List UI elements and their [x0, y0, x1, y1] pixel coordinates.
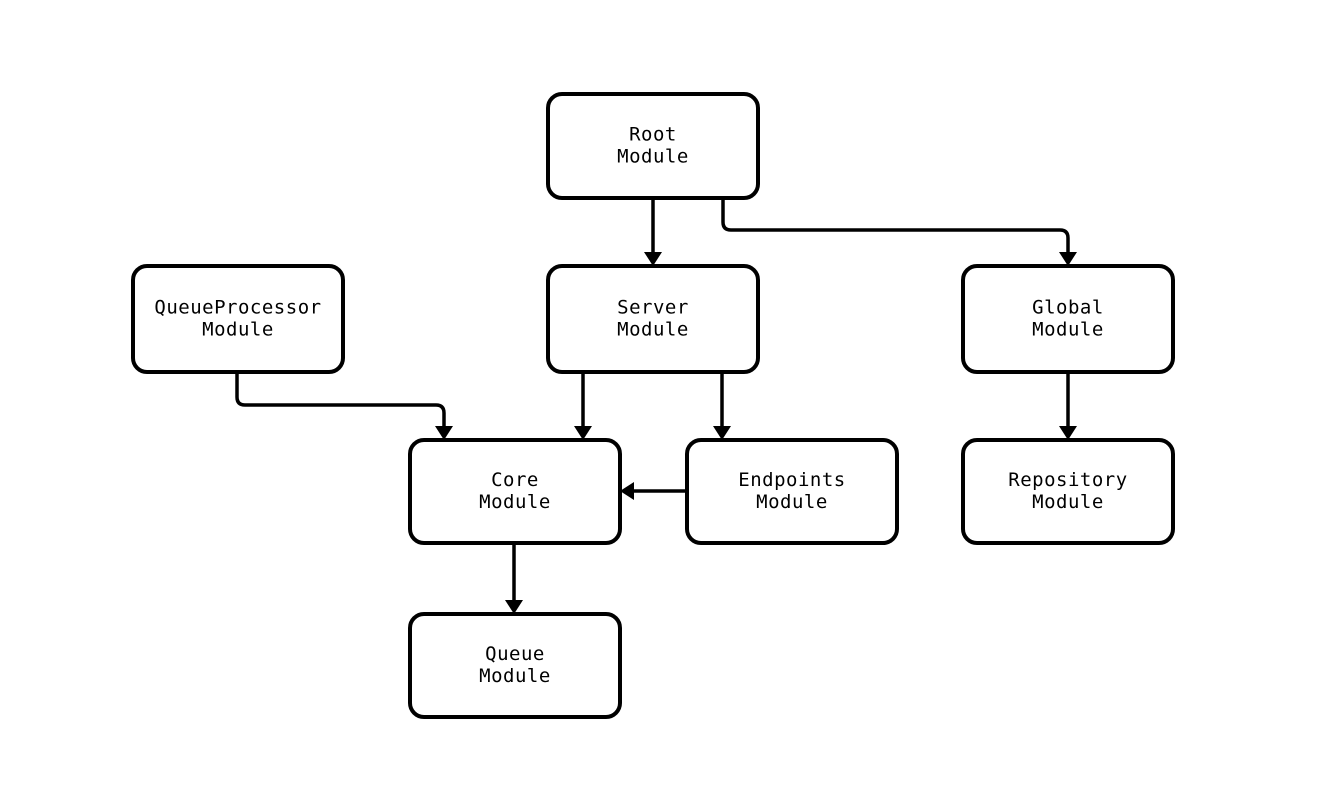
global-module-node-label-line2: Module	[1032, 319, 1104, 341]
core-module-node-label-line2: Module	[479, 491, 551, 513]
root-module-node-label-line1: Root	[629, 124, 677, 146]
root-module-node-shape[interactable]	[546, 92, 760, 200]
queue-module-node-shape[interactable]	[408, 612, 622, 719]
edge-core-to-queue	[505, 543, 523, 614]
global-module-node-label-line1: Global	[1032, 297, 1104, 319]
edge-endpoints-to-core-arrowhead	[620, 482, 634, 500]
node-layer: RootModuleQueueProcessorModuleServerModu…	[131, 92, 1175, 719]
edge-layer	[235, 198, 1077, 614]
edge-server-to-core-arrowhead	[574, 426, 592, 440]
edge-global-to-repository-arrowhead	[1059, 426, 1077, 440]
edge-root-to-global	[721, 198, 1077, 266]
queueprocessor-module-node-label-line1: QueueProcessor	[154, 297, 321, 319]
edge-queueprocessor-to-core-line	[235, 372, 446, 428]
repository-module-node-label-line1: Repository	[1008, 469, 1127, 491]
endpoints-module-node-label-line2: Module	[756, 491, 828, 513]
global-module-node-shape[interactable]	[961, 264, 1175, 374]
endpoints-module-node-label-line1: Endpoints	[738, 469, 845, 491]
edge-core-to-queue-arrowhead	[505, 600, 523, 614]
edge-root-to-global-arrowhead	[1059, 252, 1077, 266]
queueprocessor-module-node-shape[interactable]	[131, 264, 345, 374]
server-module-node-shape[interactable]	[546, 264, 760, 374]
edge-queueprocessor-to-core	[235, 372, 453, 440]
edge-server-to-endpoints-arrowhead	[713, 426, 731, 440]
queue-module-node-label-line1: Queue	[485, 643, 545, 665]
edge-endpoints-to-core	[620, 482, 687, 500]
endpoints-module-node-shape[interactable]	[685, 438, 899, 545]
edge-server-to-endpoints	[713, 372, 731, 440]
core-module-node-shape[interactable]	[408, 438, 622, 545]
server-module-node-label-line2: Module	[617, 319, 689, 341]
server-module-node-label-line1: Server	[617, 297, 689, 319]
edge-root-to-global-line	[721, 198, 1070, 254]
edge-global-to-repository	[1059, 372, 1077, 440]
core-module-node-label-line1: Core	[491, 469, 539, 491]
edge-server-to-core	[574, 372, 592, 440]
queueprocessor-module-node-label-line2: Module	[202, 319, 274, 341]
repository-module-node-label-line2: Module	[1032, 491, 1104, 513]
queue-module-node-label-line2: Module	[479, 665, 551, 687]
root-module-node-label-line2: Module	[617, 146, 689, 168]
edge-queueprocessor-to-core-arrowhead	[435, 426, 453, 440]
edge-root-to-server-arrowhead	[644, 252, 662, 266]
repository-module-node-shape[interactable]	[961, 438, 1175, 545]
edge-root-to-server	[644, 198, 662, 266]
